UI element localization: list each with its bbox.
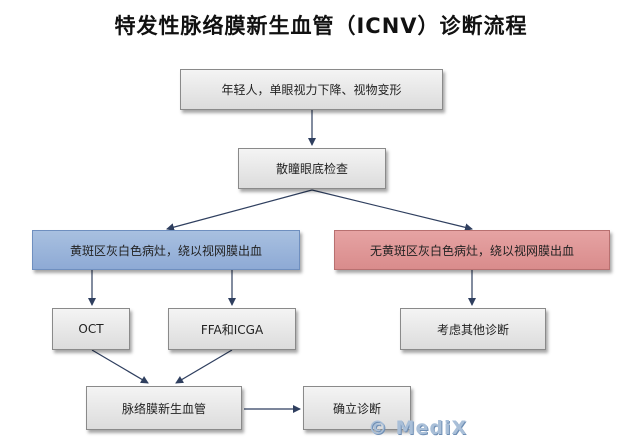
node-cnv: 脉络膜新生血管 — [86, 386, 242, 430]
arrow-oct-to-cnv — [91, 349, 149, 384]
arrow-exam-to-macular — [166, 189, 313, 232]
node-exam: 散瞳眼底检查 — [238, 148, 386, 189]
node-macular-lesion: 黄斑区灰白色病灶，绕以视网膜出血 — [32, 230, 300, 270]
node-oct: OCT — [52, 308, 130, 350]
diagram-title: 特发性脉络膜新生血管（ICNV）诊断流程 — [114, 14, 528, 38]
node-ffa-icga: FFA和ICGA — [168, 308, 296, 350]
medix-watermark: © MediX — [368, 417, 468, 439]
node-confirm-diagnosis: 确立诊断 — [303, 386, 411, 430]
arrow-exam-to-no-macular — [311, 189, 473, 232]
node-other-diagnosis: 考虑其他诊断 — [400, 308, 546, 350]
node-start: 年轻人，单眼视力下降、视物变形 — [180, 69, 443, 110]
node-no-macular-lesion: 无黄斑区灰白色病灶，绕以视网膜出血 — [334, 230, 610, 270]
arrow-ffa-to-cnv — [175, 349, 233, 384]
